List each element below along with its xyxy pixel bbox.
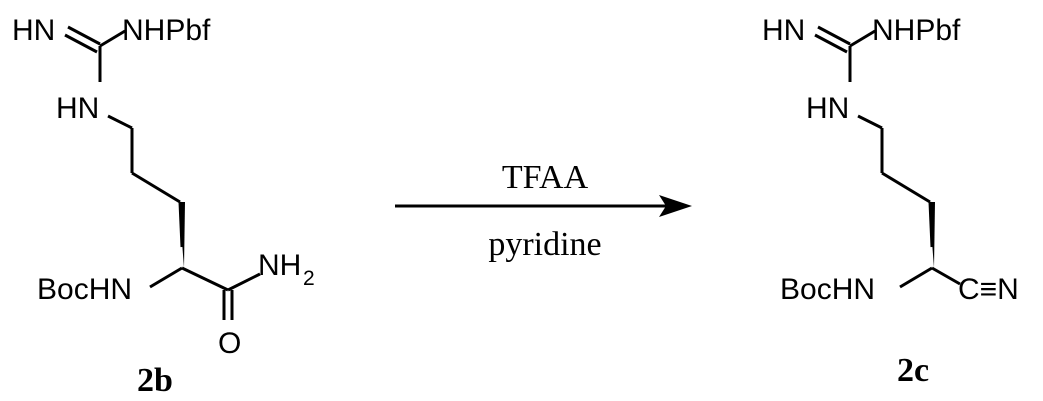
label-bochn: BocHN: [37, 273, 132, 306]
compound-id-product: 2c: [897, 352, 929, 389]
bond-cn-double-a: [68, 27, 100, 44]
label-nitrile: C≡N: [958, 273, 1019, 306]
bond-ca-nhboc: [150, 268, 182, 287]
label-guanidine-nh: HN: [806, 92, 849, 125]
bond-ca-co: [182, 268, 228, 290]
bond-ca-cn: [932, 268, 960, 284]
label-amide-nh: NH: [258, 249, 301, 282]
label-bochn: BocHN: [780, 273, 875, 306]
product-structure: HN NHPbf HN BocHN C≡N 2c: [762, 14, 1019, 389]
bond-ca-nhboc: [900, 268, 932, 287]
reactant-structure: HN NHPbf HN BocHN NH 2 O 2b: [12, 14, 315, 399]
bond-chain-2: [132, 173, 180, 202]
label-amide-subscript: 2: [303, 267, 315, 290]
bond-cn-double-b: [815, 35, 847, 52]
label-imine-nh: HN: [12, 14, 55, 47]
bond-nh-ch2: [108, 116, 132, 128]
bond-cn-double-a: [818, 27, 850, 44]
label-nhpbf: NHPbf: [122, 14, 211, 47]
solvent-label: pyridine: [488, 226, 601, 263]
label-nhpbf: NHPbf: [872, 14, 961, 47]
bond-cn-double-b: [65, 35, 97, 52]
reaction-arrow-group: TFAA pyridine: [395, 159, 692, 263]
label-carbonyl-o: O: [218, 327, 241, 360]
wedge-bond: [179, 202, 185, 268]
bond-chain-2: [882, 173, 930, 202]
reagent-label: TFAA: [502, 159, 589, 196]
bond-co-nh2: [228, 274, 260, 290]
label-imine-nh: HN: [762, 14, 805, 47]
label-guanidine-nh: HN: [56, 92, 99, 125]
bond-nh-ch2: [858, 116, 882, 128]
compound-id-reactant: 2b: [137, 362, 173, 399]
wedge-bond: [929, 202, 935, 268]
